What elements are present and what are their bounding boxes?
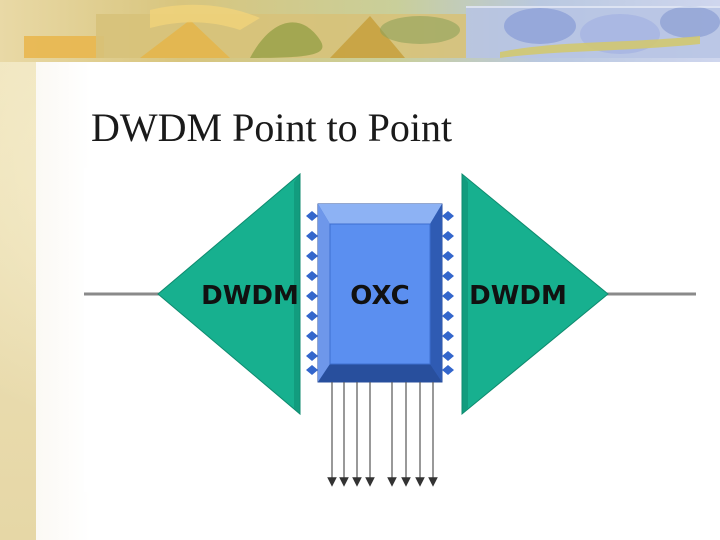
right-dwdm-edge [462, 174, 468, 414]
decorative-banner [0, 0, 720, 62]
network-diagram: DWDM DWDM OXC [84, 168, 696, 492]
oxc-bevel-right [430, 204, 442, 382]
right-port-column [442, 211, 454, 375]
oxc-label: OXC [350, 281, 409, 311]
oxc-bevel-left [318, 204, 330, 382]
drop-ports [327, 382, 438, 487]
oxc-bevel-top [318, 204, 442, 224]
left-dwdm-edge [294, 174, 300, 414]
right-dwdm-label: DWDM [469, 281, 567, 311]
left-port-column [306, 211, 318, 375]
diagram-canvas: DWDM DWDM OXC [84, 172, 696, 487]
slide-title: DWDM Point to Point [91, 105, 453, 150]
banner-artwork [0, 0, 720, 62]
oxc-node-face [329, 223, 431, 365]
oxc-bevel-bottom [318, 364, 442, 382]
left-dwdm-label: DWDM [201, 281, 299, 311]
